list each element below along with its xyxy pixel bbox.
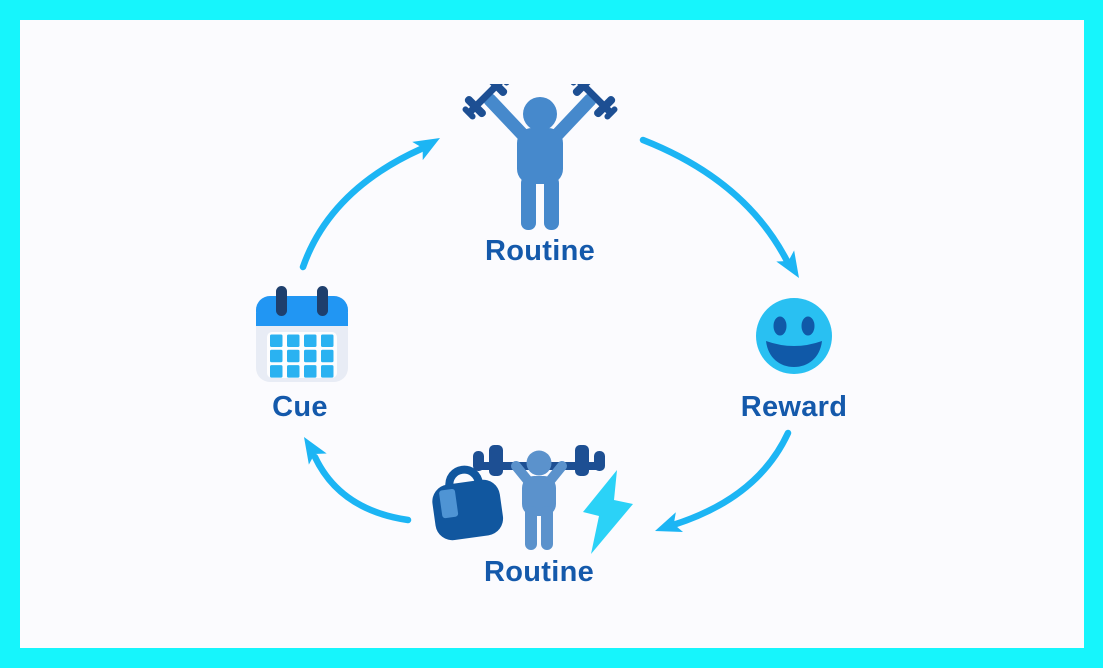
node-label-cue: Cue xyxy=(272,391,328,423)
dumbbell-icon xyxy=(462,84,510,120)
bag-patch xyxy=(439,488,459,519)
smiley-mouth xyxy=(766,341,822,367)
smiley-eye xyxy=(773,316,787,336)
calendar-ring xyxy=(317,286,328,316)
gym-bag-icon xyxy=(432,465,504,541)
lightning-bolt-icon xyxy=(583,470,633,554)
dumbbell-icon xyxy=(570,84,618,120)
calendar-grid xyxy=(270,334,334,378)
calendar-icon xyxy=(256,286,348,382)
barbell-icon xyxy=(473,445,605,476)
calendar-ring xyxy=(276,286,287,316)
node-label-routine-top: Routine xyxy=(484,235,596,267)
node-label-routine-bottom: Routine xyxy=(483,556,595,588)
person-lifting-dumbbells-icon xyxy=(462,84,618,230)
smiley-eye xyxy=(801,316,815,336)
weightlifter-barbell-icon xyxy=(473,445,605,550)
smiley-face-icon xyxy=(756,298,832,374)
node-label-reward: Reward xyxy=(740,391,848,423)
